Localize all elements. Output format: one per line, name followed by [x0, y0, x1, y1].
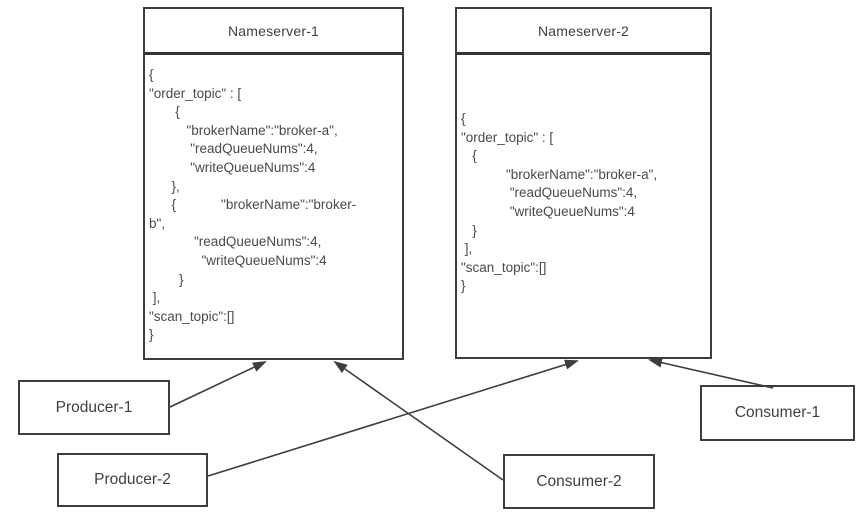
arrow-consumer-1-to-nameserver-2 — [648, 357, 774, 389]
consumer-1-box: Consumer-1 — [700, 385, 855, 441]
arrow-producer-1-to-nameserver-1 — [169, 361, 267, 408]
producer-1-label: Producer-1 — [55, 398, 133, 416]
producer-2-label: Producer-2 — [94, 471, 171, 488]
nameserver-1-json: { "order_topic" : [ { "brokerName":"brok… — [149, 67, 357, 343]
nameserver-2-json: { "order_topic" : [ { "brokerName":"brok… — [461, 111, 658, 294]
nameserver-2-title: Nameserver-2 — [457, 9, 710, 55]
nameserver-1-box: Nameserver-1 { "order_topic" : [ { "brok… — [143, 7, 404, 360]
nameserver-2-box: Nameserver-2 { "order_topic" : [ { "brok… — [455, 7, 712, 359]
producer-1-box: Producer-1 — [18, 380, 170, 435]
producer-2-box: Producer-2 — [57, 453, 208, 507]
consumer-2-box: Consumer-2 — [503, 454, 655, 509]
consumer-2-label: Consumer-2 — [536, 472, 622, 490]
nameserver-1-title: Nameserver-1 — [145, 9, 402, 55]
consumer-1-label: Consumer-1 — [734, 404, 821, 421]
arrow-consumer-2-to-nameserver-1 — [333, 360, 504, 481]
